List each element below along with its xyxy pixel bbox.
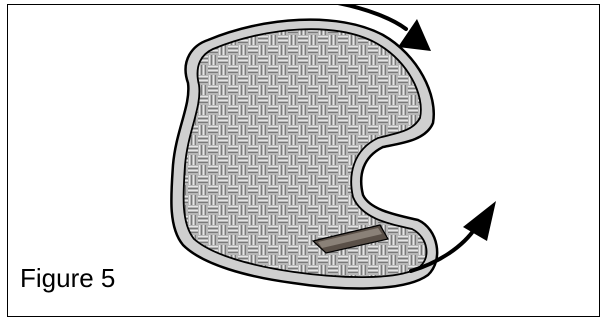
rotation-arrow-top-shaft (337, 5, 408, 31)
figure-caption: Figure 5 (20, 263, 116, 293)
cushion-pad-icon (182, 28, 428, 279)
rotation-arrow-icon (463, 201, 496, 241)
rotation-arrow-bottom-shaft (409, 225, 478, 273)
figure-illustration (170, 5, 496, 290)
figure-frame: Figure 5 (7, 4, 600, 317)
rotation-arrow-icon (398, 19, 431, 51)
label-tag-highlight (318, 228, 382, 248)
